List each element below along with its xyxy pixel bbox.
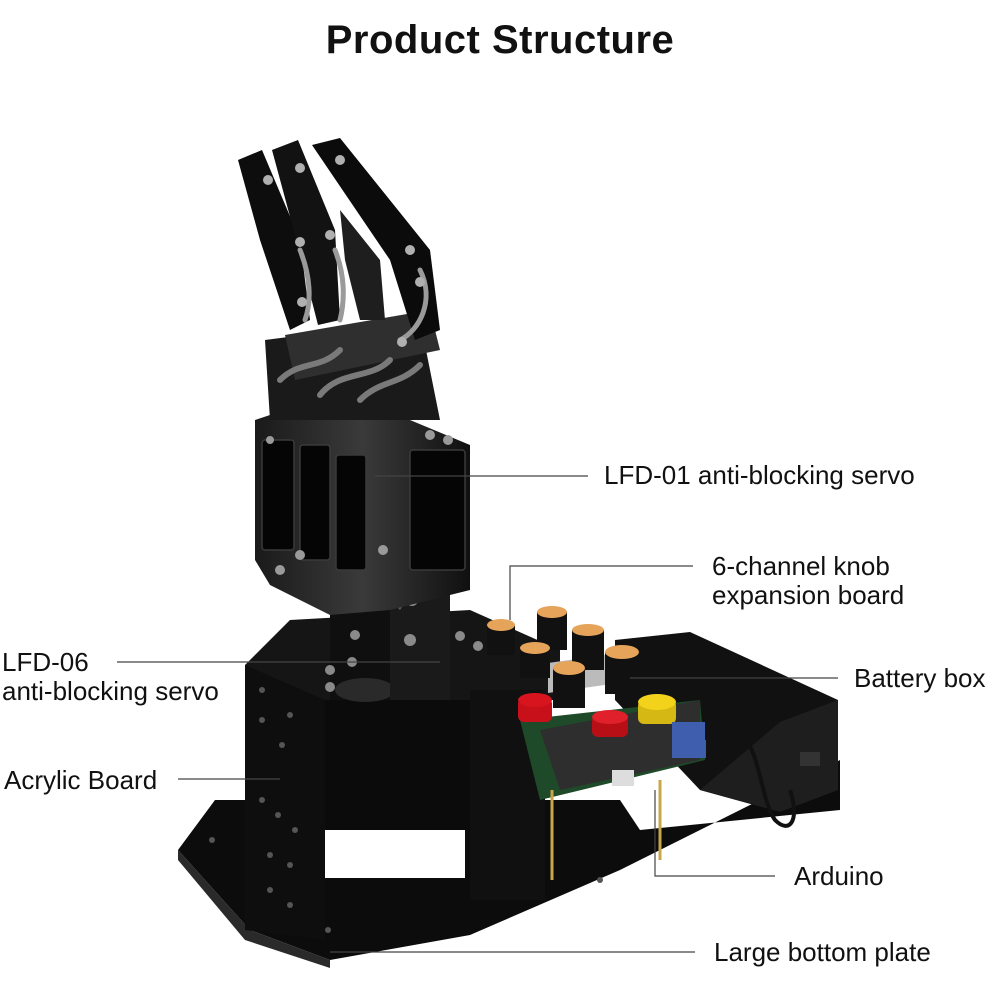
page-title: Product Structure bbox=[325, 18, 675, 62]
label-lfd06-line2: anti-blocking servo bbox=[2, 676, 219, 706]
label-knob-board-line2: expansion board bbox=[712, 580, 905, 610]
acrylic-board bbox=[245, 640, 325, 940]
label-knob-board-line1: 6-channel knob bbox=[712, 551, 890, 581]
fingers bbox=[238, 138, 440, 347]
leader-lines bbox=[117, 475, 838, 953]
acrylic-holes bbox=[209, 687, 603, 933]
label-lfd01-servo: LFD-01 anti-blocking servo bbox=[604, 460, 915, 490]
label-arduino: Arduino bbox=[794, 861, 884, 891]
label-lfd06-line1: LFD-06 bbox=[2, 647, 89, 677]
knobs bbox=[487, 606, 639, 708]
plate-cutout bbox=[325, 828, 465, 878]
label-battery-box: Battery box bbox=[854, 663, 986, 693]
label-acrylic-board: Acrylic Board bbox=[4, 765, 158, 795]
label-bottom-plate: Large bottom plate bbox=[714, 937, 931, 967]
